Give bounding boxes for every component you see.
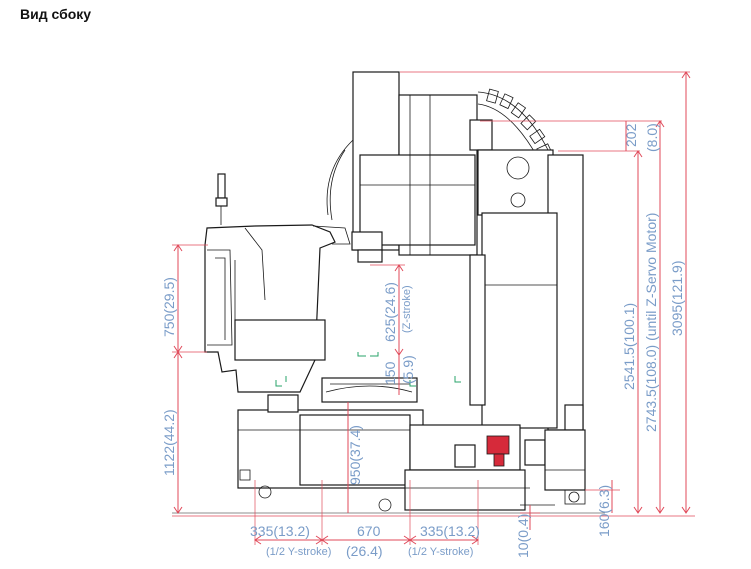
coolant-markers — [275, 352, 461, 387]
dim-3095: 3095(121.9) — [669, 260, 685, 336]
dim-160: 160(6.3) — [596, 485, 612, 537]
dim-950: 950(37.4) — [347, 425, 363, 485]
dim-2541: 2541.5(100.1) — [621, 303, 637, 390]
dim-670: 670 — [357, 523, 381, 539]
dim-335-right: 335(13.2) — [420, 523, 480, 539]
dim-y-stroke-right: (1/2 Y-stroke) — [408, 546, 473, 558]
dim-1122: 1122(44.2) — [161, 409, 177, 476]
dim-26-4: (26.4) — [346, 543, 383, 559]
dim-10: 10(0.4) — [515, 514, 531, 558]
dimension-labels: 202 (8.0) 2541.5(100.1) 2743.5(108.0) (u… — [161, 123, 685, 559]
dim-8-0: (8.0) — [644, 123, 660, 152]
red-valve-icon — [486, 435, 510, 467]
dim-y-stroke-left: (1/2 Y-stroke) — [266, 546, 331, 558]
dim-2743: 2743.5(108.0) (until Z-Servo Motor) — [643, 213, 659, 432]
dim-202: 202 — [623, 123, 639, 147]
page-title: Вид сбоку — [20, 6, 92, 22]
dim-150: 150 — [382, 361, 398, 385]
dim-625: 625(24.6) — [382, 282, 398, 342]
dim-750: 750(29.5) — [161, 277, 177, 337]
dim-335-left: 335(13.2) — [250, 523, 310, 539]
dim-z-stroke: (Z-stroke) — [401, 285, 413, 333]
dimension-lines — [172, 71, 695, 545]
machine-outline — [172, 71, 605, 514]
dim-5-9: (5.9) — [400, 355, 416, 384]
